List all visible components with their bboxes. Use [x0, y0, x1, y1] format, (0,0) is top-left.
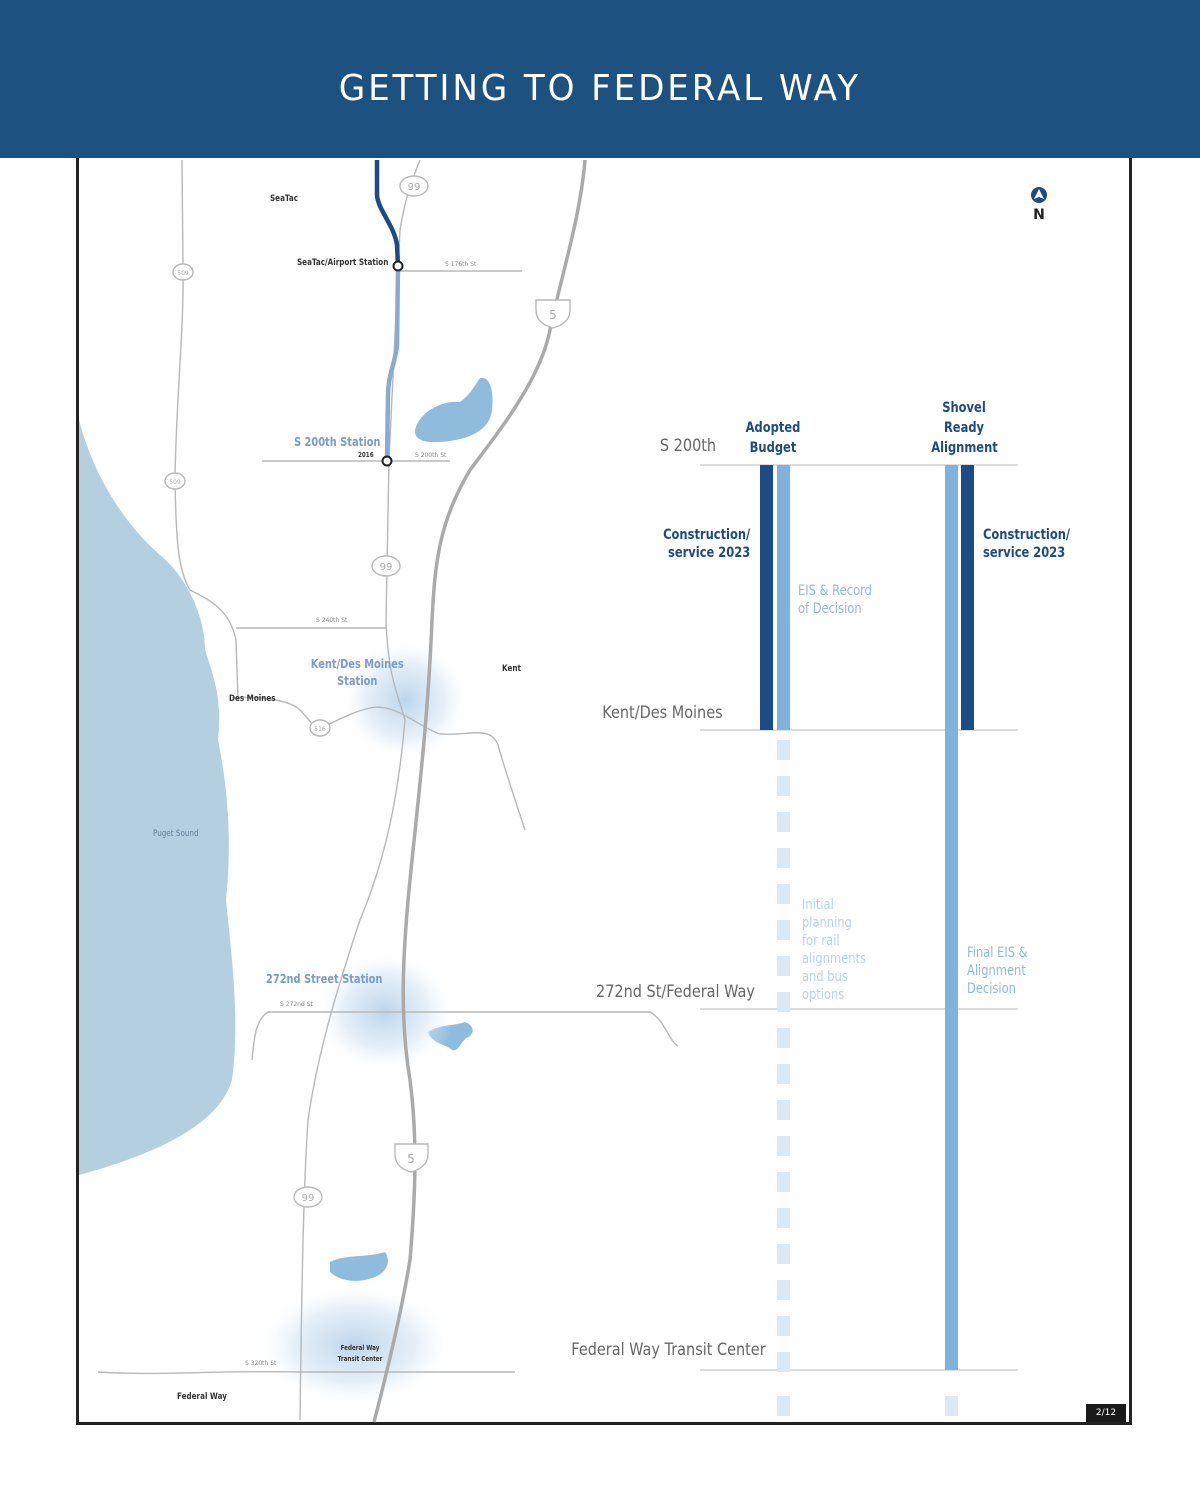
street-s176th: S 176th St: [445, 261, 477, 268]
light-rail-construction: [384, 265, 401, 462]
place-seatac: SeaTac: [270, 194, 299, 204]
svg-text:509: 509: [177, 270, 189, 277]
stop-label-s200th: S 200th: [659, 436, 716, 456]
svg-text:99: 99: [302, 1193, 315, 1204]
timeline-diagram: [700, 464, 1018, 1416]
station-fw-transit-center: Federal Way Transit Center: [337, 1344, 383, 1363]
station-s200th: S 200th Station: [294, 435, 381, 449]
adopted-eis-label: EIS & Record of Decision: [798, 583, 872, 617]
station-272nd: 272nd Street Station: [266, 972, 383, 986]
light-rail-existing: [374, 160, 401, 267]
svg-text:99: 99: [380, 562, 393, 573]
bar-adopted-construction: [760, 465, 773, 730]
adopted-construction-label: Construction/ service 2023: [662, 527, 750, 561]
adopted-planning-label: Initial planning for rail alignments and…: [802, 897, 866, 1003]
svg-text:509: 509: [169, 479, 181, 486]
station-seatac-airport: SeaTac/Airport Station: [297, 258, 389, 268]
street-s240th: S 240th St: [316, 617, 348, 624]
north-arrow-icon: [1031, 187, 1047, 203]
street-s200th: S 200th St: [415, 452, 447, 459]
interstate-5: [372, 159, 587, 1423]
bar-adopted-planning-dashed: [777, 740, 958, 1416]
stop-label-kent-des-moines: Kent/Des Moines: [602, 703, 723, 723]
station-kent-des-moines: Kent/Des Moines Station: [310, 657, 404, 688]
place-puget-sound: Puget Sound: [153, 829, 199, 839]
header-banner: GETTING TO FEDERAL WAY: [0, 0, 1200, 158]
puget-sound-water: [79, 420, 236, 1175]
street-s272nd: S 272nd St: [280, 1001, 313, 1008]
svg-text:516: 516: [314, 726, 326, 733]
column-heading-shovel-ready: Shovel Ready Alignment: [931, 400, 998, 456]
column-heading-adopted-budget: Adopted Budget: [745, 420, 801, 456]
bar-shovel-final-eis: [945, 465, 958, 1370]
place-des-moines: Des Moines: [229, 694, 276, 704]
stop-label-fw-transit-center: Federal Way Transit Center: [571, 1340, 766, 1360]
page-title: GETTING TO FEDERAL WAY: [338, 67, 862, 109]
shovel-final-eis-label: Final EIS & Alignment Decision: [967, 945, 1028, 997]
lake-1: [414, 377, 493, 443]
bar-shovel-construction: [961, 465, 974, 730]
sr99-shield-top: 99: [408, 182, 421, 193]
page-number: 2/12: [1086, 1404, 1126, 1422]
place-federal-way: Federal Way: [177, 1392, 227, 1402]
lake-3: [330, 1252, 388, 1281]
bar-adopted-eis: [777, 465, 790, 730]
stop-label-272nd: 272nd St/Federal Way: [596, 982, 755, 1002]
station-s200th-year: 2016: [358, 451, 374, 459]
place-kent: Kent: [502, 664, 521, 674]
north-arrow: N: [1029, 186, 1049, 222]
svg-text:5: 5: [407, 1152, 415, 1166]
street-s320th: S 320th St: [245, 1360, 277, 1367]
svg-text:5: 5: [549, 308, 557, 322]
shovel-construction-label: Construction/ service 2023: [983, 527, 1071, 561]
north-label: N: [1033, 207, 1045, 223]
